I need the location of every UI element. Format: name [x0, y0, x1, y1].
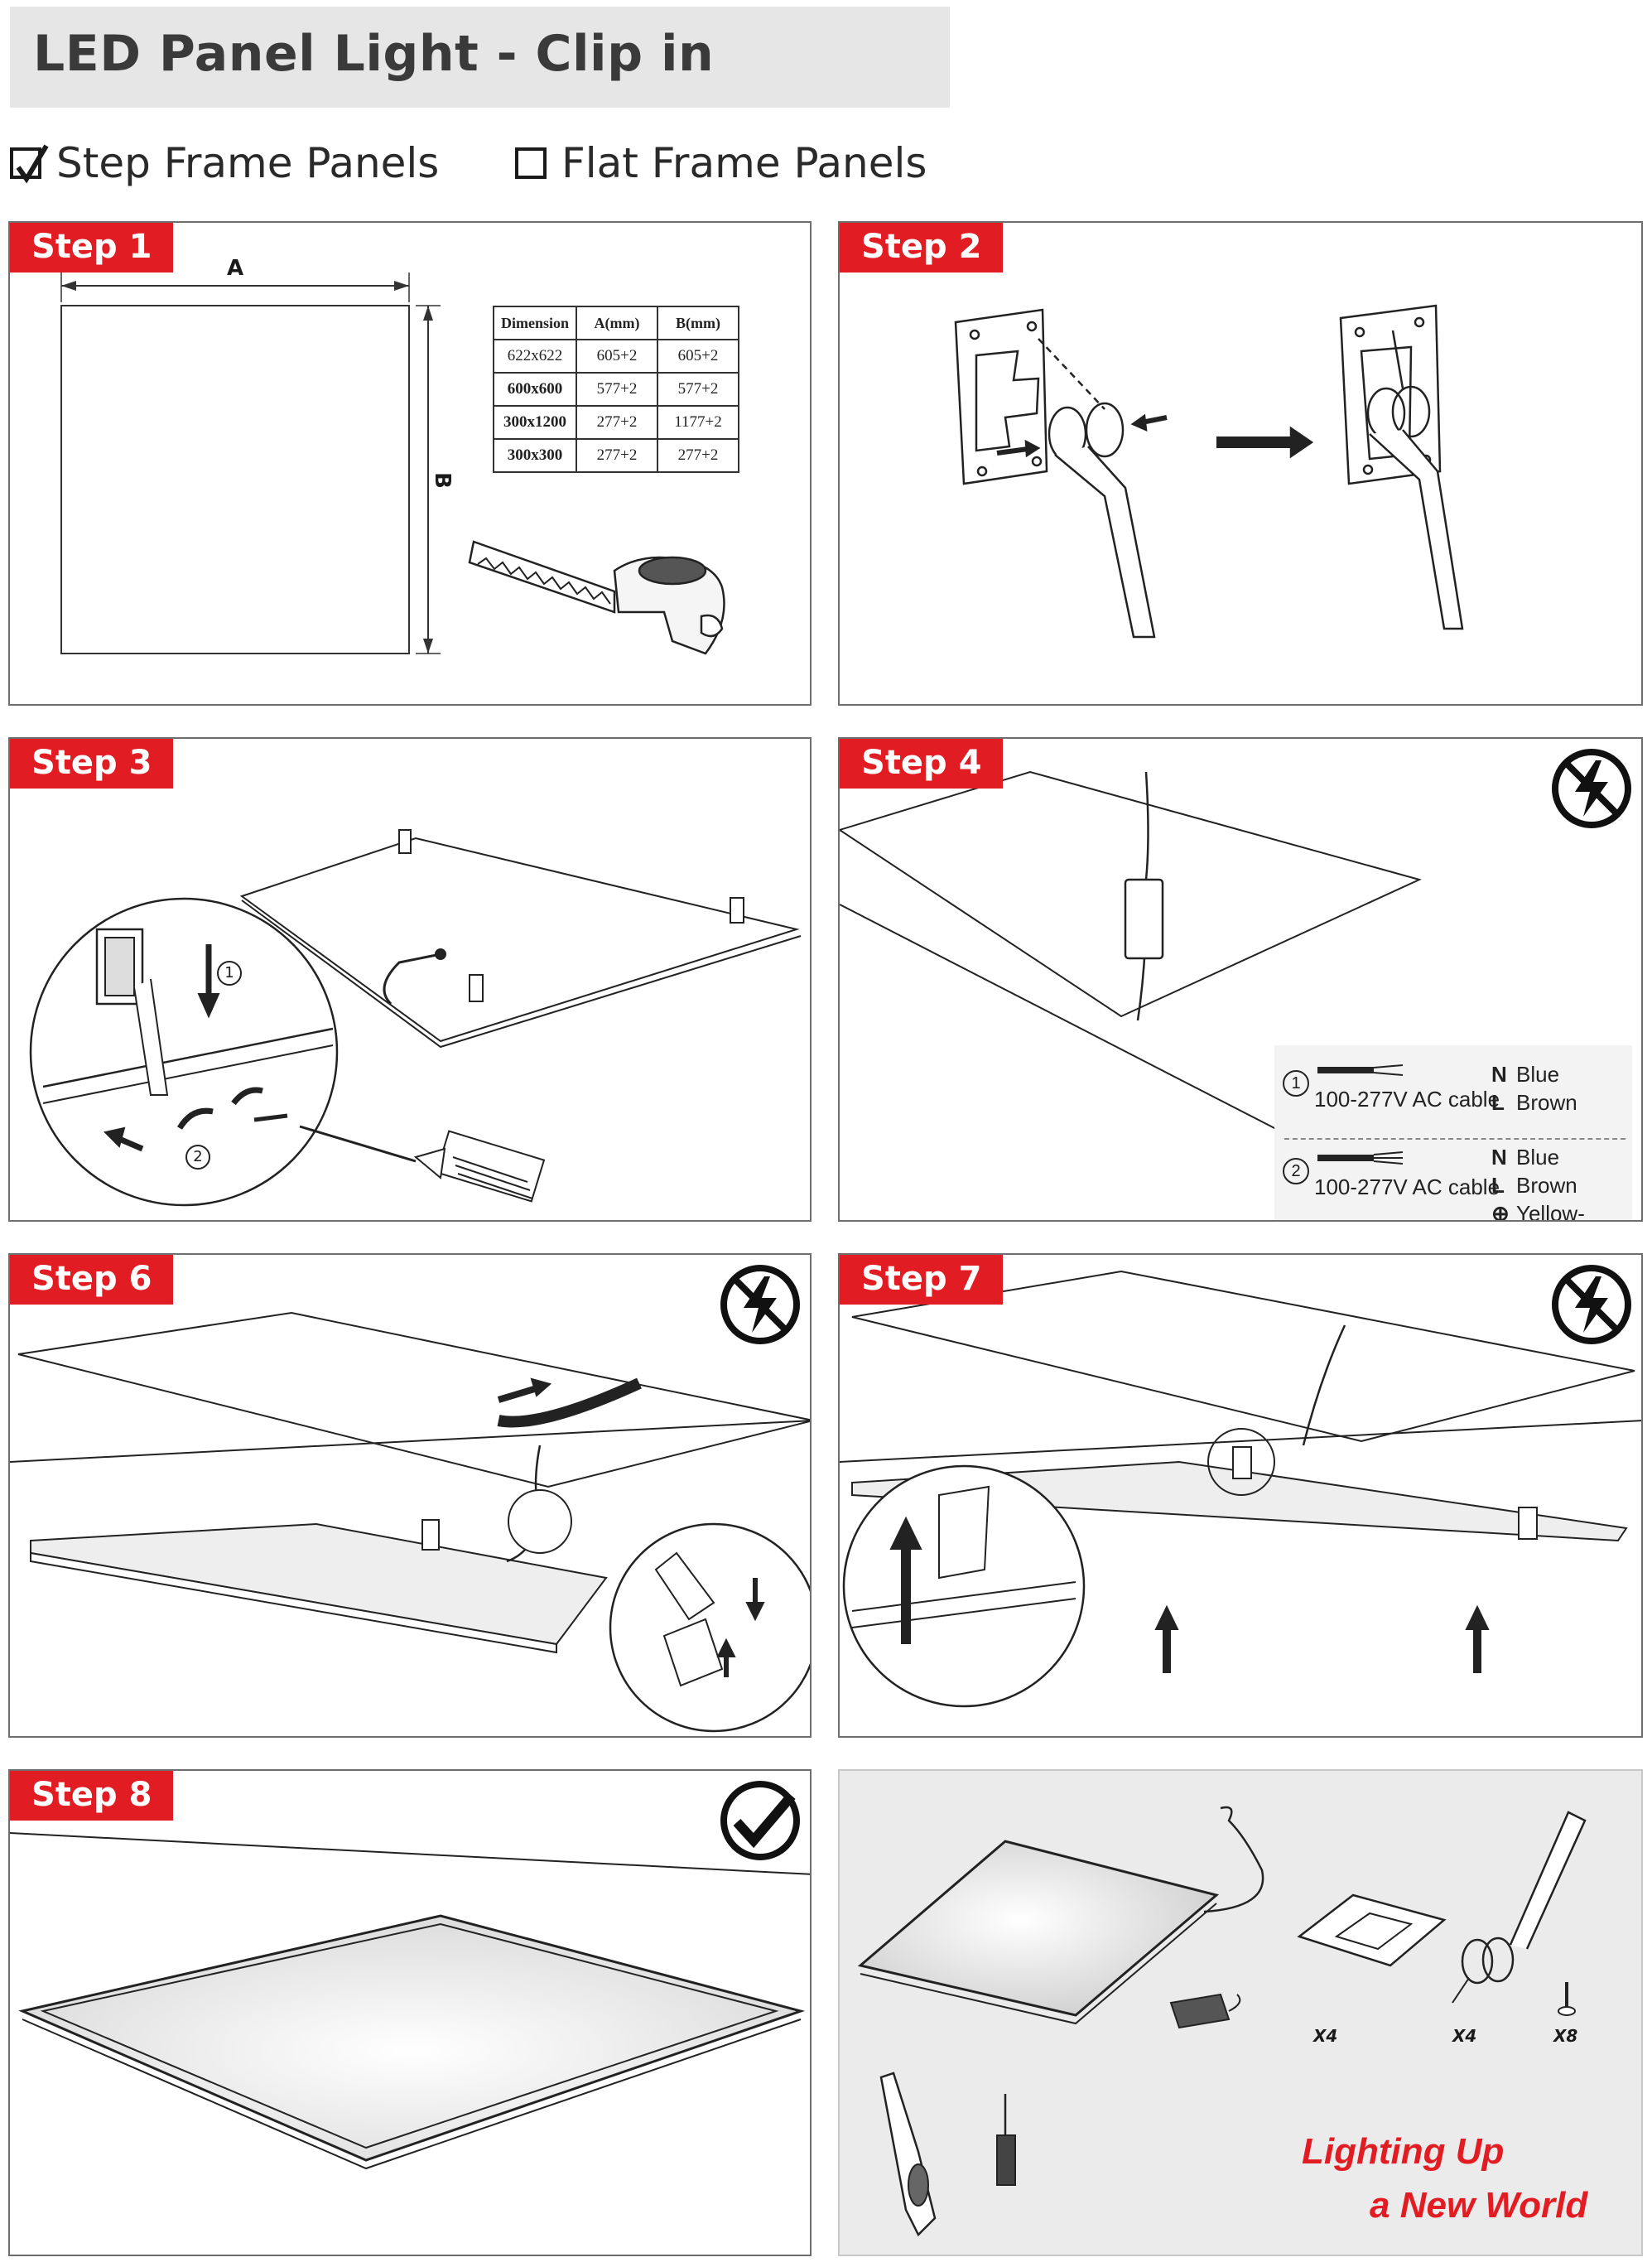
table-cell: 622x622 — [492, 339, 578, 374]
dimension-a-label: A — [227, 256, 244, 281]
legend-divider — [1284, 1138, 1626, 1140]
step-label: Step 7 — [840, 1255, 1004, 1305]
cable-label: 100-277V AC cable — [1314, 1174, 1500, 1199]
screwdriver-icon — [299, 1125, 546, 1203]
table-cell: 300x300 — [492, 438, 578, 473]
no-power-icon — [720, 1265, 800, 1344]
title-bar: LED Panel Light - Clip in — [10, 7, 950, 108]
option-flat-frame[interactable]: Flat Frame Panels — [515, 134, 927, 192]
table-row: 622x622 605+2 605+2 — [492, 339, 740, 374]
saw-icon — [468, 540, 725, 655]
step-label: Step 6 — [10, 1255, 174, 1305]
table-header: A(mm) — [576, 306, 659, 340]
step-7-panel: Step 7 — [838, 1253, 1643, 1738]
table-cell: 1177+2 — [657, 405, 740, 440]
page-title: LED Panel Light - Clip in — [33, 25, 715, 83]
connector-drawing — [10, 1311, 810, 1733]
option-label: Step Frame Panels — [56, 139, 440, 187]
panel-lift-drawing — [840, 1270, 1641, 1708]
legend-number: 1 — [1283, 1070, 1309, 1097]
step-label: Step 4 — [840, 739, 1004, 789]
installed-panel-drawing — [10, 1832, 810, 2170]
table-cell: 605+2 — [657, 339, 740, 374]
marker-2: 2 — [185, 1145, 210, 1170]
table-row: 300x300 277+2 277+2 — [492, 438, 740, 473]
step-1-panel: Step 1 A B Dimension A(mm) B(mm) 622x622 — [8, 221, 812, 706]
checkbox-empty-icon[interactable] — [515, 147, 547, 179]
step-8-panel: Step 8 — [8, 1769, 812, 2256]
option-label: Flat Frame Panels — [561, 139, 927, 187]
checkbox-checked-icon[interactable] — [10, 144, 49, 184]
panel-dimension-drawing — [60, 273, 725, 655]
clip-install-drawing — [29, 829, 802, 1207]
table-cell: 277+2 — [576, 405, 659, 440]
table-cell: 577+2 — [657, 372, 740, 407]
cable-icon — [1317, 1151, 1404, 1165]
accessories-panel: X4 X4 X8 Lighting Up a New World — [838, 1769, 1643, 2256]
table-row: 300x1200 277+2 1177+2 — [492, 405, 740, 440]
check-icon — [720, 1781, 800, 1860]
legend-number: 2 — [1283, 1158, 1309, 1184]
dimension-table: Dimension A(mm) B(mm) 622x622 605+2 605+… — [492, 306, 740, 473]
step-label: Step 8 — [10, 1771, 174, 1821]
table-header: Dimension — [492, 306, 578, 340]
option-step-frame[interactable]: Step Frame Panels — [10, 134, 439, 192]
table-cell: 277+2 — [576, 438, 659, 473]
step-label: Step 1 — [10, 223, 174, 273]
table-cell: 605+2 — [576, 339, 659, 374]
table-header: B(mm) — [657, 306, 740, 340]
qty-screw-label: X8 — [1553, 2026, 1578, 2046]
no-power-icon — [1552, 1265, 1631, 1344]
qty-clip-label: X4 — [1452, 2026, 1477, 2046]
step-3-panel: Step 3 1 2 — [8, 737, 812, 1222]
clip-assembly-drawing — [954, 304, 1464, 639]
table-cell: 577+2 — [576, 372, 659, 407]
table-cell: 600x600 — [492, 372, 578, 407]
no-power-icon — [1552, 749, 1631, 828]
step-2-panel: Step 2 — [838, 221, 1643, 706]
marker-1: 1 — [217, 961, 242, 986]
accessories-drawing — [857, 1806, 1587, 2237]
driver-connection-drawing — [840, 770, 1422, 1203]
step-label: Step 3 — [10, 739, 174, 789]
table-cell: 300x1200 — [492, 405, 578, 440]
step-6-panel: Step 6 — [8, 1253, 812, 1738]
qty-plate-label: X4 — [1313, 2026, 1338, 2046]
slogan-line-2: a New World — [1370, 2185, 1588, 2226]
cable-icon — [1317, 1064, 1404, 1076]
table-row: 600x600 577+2 577+2 — [492, 372, 740, 407]
slogan-line-1: Lighting Up — [1302, 2131, 1505, 2172]
wire-ground: ⊕Yellow-green — [1491, 1201, 1585, 1222]
step-label: Step 2 — [840, 223, 1004, 273]
table-cell: 277+2 — [657, 438, 740, 473]
dimension-b-label: B — [429, 472, 455, 489]
cable-label: 100-277V AC cable — [1314, 1087, 1500, 1112]
